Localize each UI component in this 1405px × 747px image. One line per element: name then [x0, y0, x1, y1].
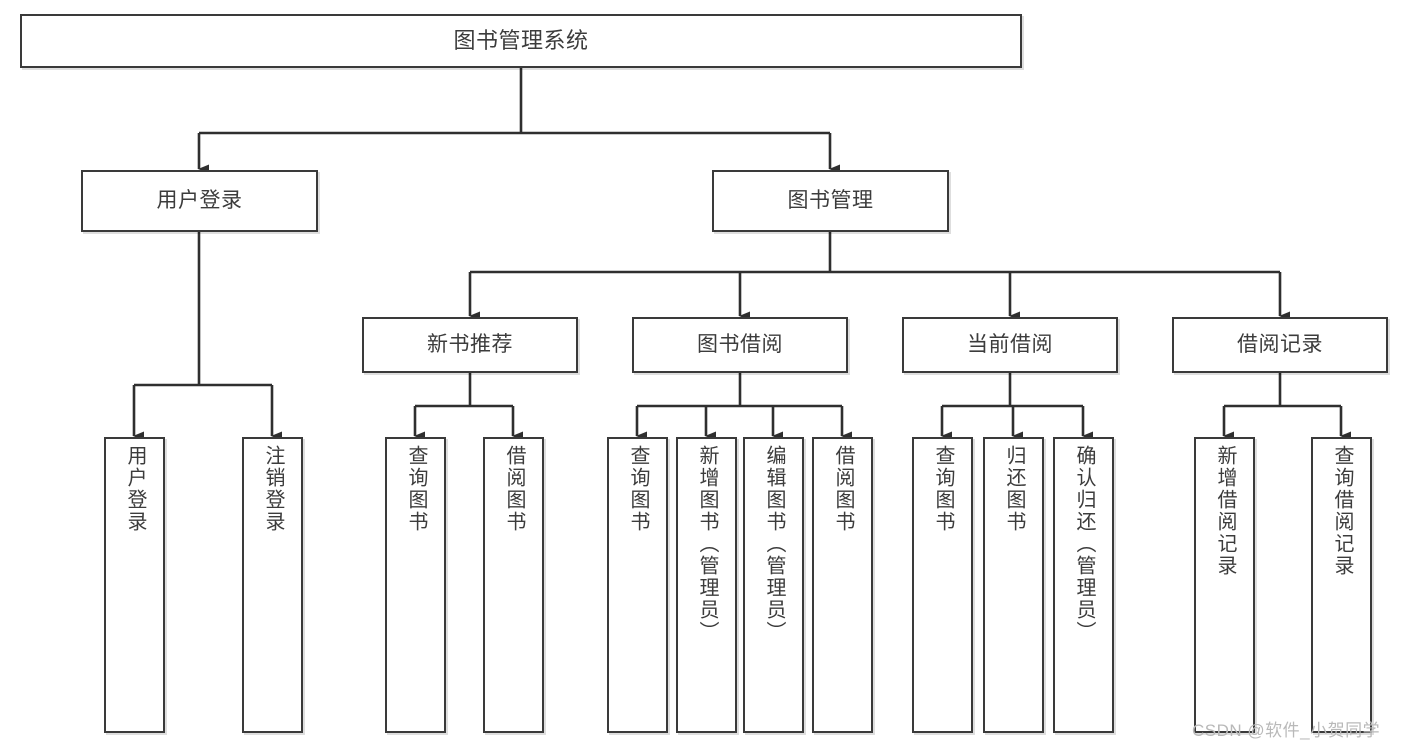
node-borrow_record-label: 借阅记录: [1237, 332, 1323, 356]
node-leaf_query_record[interactable]: 查询借阅记录: [1311, 437, 1372, 733]
node-leaf_edit_book-label: 编辑图书（管理员）: [763, 445, 785, 643]
node-leaf_return_book-label: 归还图书: [1003, 445, 1025, 533]
node-new_book_rec[interactable]: 新书推荐: [362, 317, 578, 373]
node-book_borrow-label: 图书借阅: [697, 332, 783, 356]
node-leaf_logout[interactable]: 注销登录: [242, 437, 303, 733]
node-current_borrow[interactable]: 当前借阅: [902, 317, 1118, 373]
node-leaf_borrow_book[interactable]: 借阅图书: [812, 437, 873, 733]
node-leaf_add_book[interactable]: 新增图书（管理员）: [676, 437, 737, 733]
node-leaf_edit_book[interactable]: 编辑图书（管理员）: [743, 437, 804, 733]
node-root[interactable]: 图书管理系统: [20, 14, 1022, 68]
node-leaf_confirm_return[interactable]: 确认归还（管理员）: [1053, 437, 1114, 733]
node-leaf_query_book_rec[interactable]: 查询图书: [385, 437, 446, 733]
node-new_book_rec-label: 新书推荐: [427, 332, 513, 356]
node-leaf_query_book_current-label: 查询图书: [932, 445, 954, 533]
node-leaf_query_book_borrow-label: 查询图书: [627, 445, 649, 533]
node-leaf_borrow_book-label: 借阅图书: [832, 445, 854, 533]
node-user_login-label: 用户登录: [156, 188, 243, 212]
node-borrow_record[interactable]: 借阅记录: [1172, 317, 1388, 373]
node-current_borrow-label: 当前借阅: [967, 332, 1053, 356]
node-leaf_borrow_book_rec-label: 借阅图书: [503, 445, 525, 533]
node-leaf_add_record[interactable]: 新增借阅记录: [1194, 437, 1255, 733]
node-leaf_logout-label: 注销登录: [262, 445, 284, 533]
node-book_manage-label: 图书管理: [787, 188, 874, 212]
node-leaf_query_book_borrow[interactable]: 查询图书: [607, 437, 668, 733]
node-leaf_user_login[interactable]: 用户登录: [104, 437, 165, 733]
node-leaf_query_book_current[interactable]: 查询图书: [912, 437, 973, 733]
node-leaf_query_book_rec-label: 查询图书: [405, 445, 427, 533]
node-leaf_user_login-label: 用户登录: [124, 445, 146, 533]
node-leaf_add_book-label: 新增图书（管理员）: [696, 445, 718, 643]
node-book_borrow[interactable]: 图书借阅: [632, 317, 848, 373]
node-root-label: 图书管理系统: [453, 28, 589, 54]
node-leaf_confirm_return-label: 确认归还（管理员）: [1073, 445, 1095, 643]
node-leaf_add_record-label: 新增借阅记录: [1214, 445, 1236, 577]
node-leaf_query_record-label: 查询借阅记录: [1331, 445, 1353, 577]
node-book_manage[interactable]: 图书管理: [712, 170, 949, 232]
node-leaf_return_book[interactable]: 归还图书: [983, 437, 1044, 733]
node-leaf_borrow_book_rec[interactable]: 借阅图书: [483, 437, 544, 733]
node-user_login[interactable]: 用户登录: [81, 170, 318, 232]
